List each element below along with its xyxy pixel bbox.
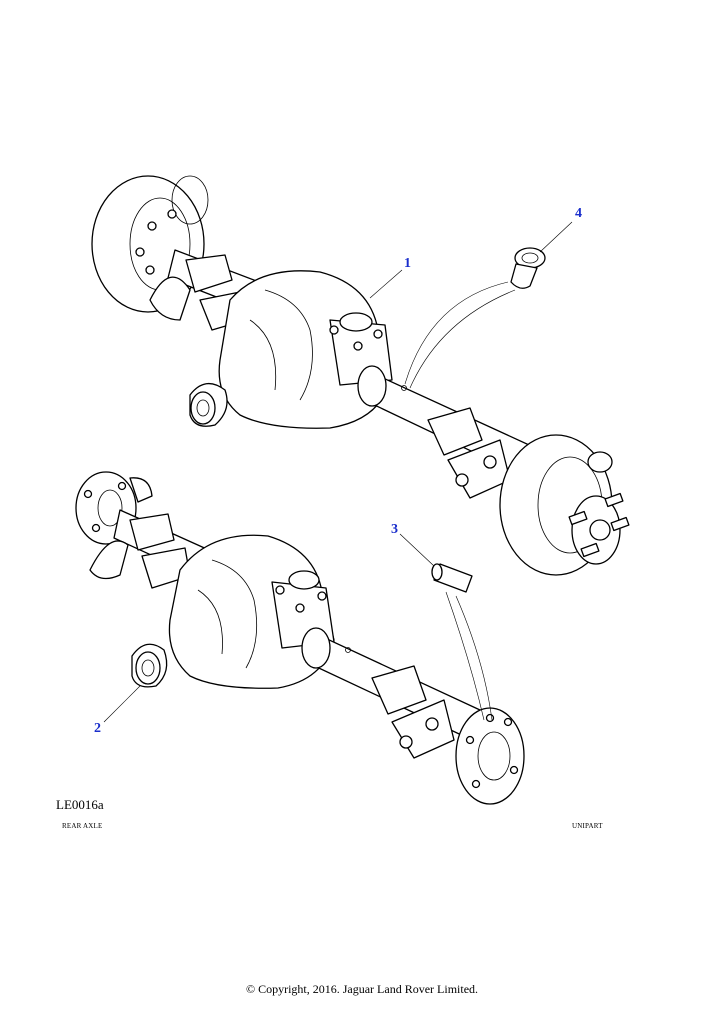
callout-3[interactable]: 3 [391, 522, 398, 537]
callout-1[interactable]: 1 [404, 256, 411, 271]
copyright-notice: © Copyright, 2016. Jaguar Land Rover Lim… [245, 982, 479, 996]
leader-lines [103, 221, 573, 723]
caption-right: UNIPART [572, 822, 603, 830]
callout-4[interactable]: 4 [575, 206, 582, 221]
part-3-spacer [431, 563, 473, 593]
rear-axle-assembly-flange [75, 471, 525, 805]
caption-left: REAR AXLE [62, 822, 103, 830]
callout-2[interactable]: 2 [94, 721, 101, 736]
rear-axle-assembly-drum [91, 175, 630, 576]
illustration-code: LE0016a [56, 797, 104, 812]
part-4-bush [510, 247, 546, 289]
